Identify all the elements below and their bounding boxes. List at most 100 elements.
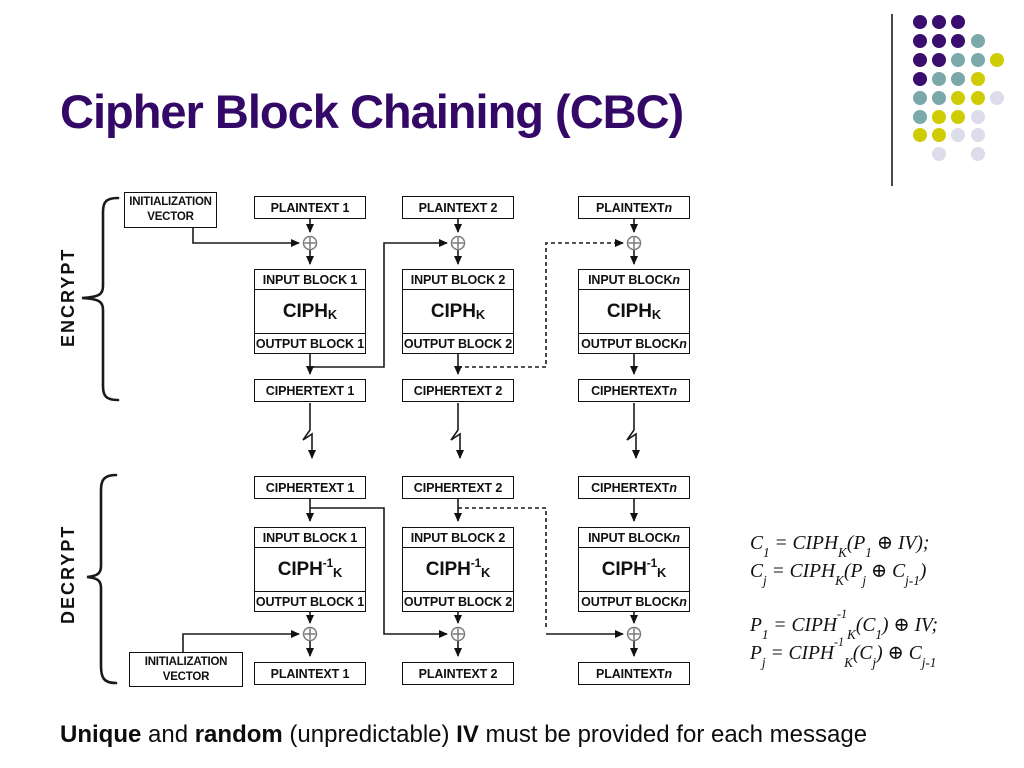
ciphertext-box-decrypt-2: CIPHERTEXT 2 — [402, 476, 514, 499]
output-block-label: OUTPUT BLOCK 1 — [255, 594, 365, 609]
input-block-label: INPUT BLOCK n — [588, 272, 680, 287]
decorative-dot — [970, 33, 985, 48]
xor-icon — [626, 235, 642, 251]
iv-line1: INITIALIZATION — [129, 196, 212, 209]
ciphertext-box-decrypt-n: CIPHERTEXT n — [578, 476, 690, 499]
decorative-dot — [970, 128, 985, 143]
decorative-dot — [932, 90, 947, 105]
iv-line1: INITIALIZATION — [144, 655, 228, 668]
output-block-label: OUTPUT BLOCK n — [581, 336, 687, 351]
lightning-break-icon — [302, 403, 316, 459]
decorative-dot — [970, 71, 985, 86]
decorative-dot — [951, 33, 966, 48]
decorative-dot — [951, 128, 966, 143]
decorative-dot — [932, 128, 947, 143]
page-title: Cipher Block Chaining (CBC) — [60, 85, 684, 138]
xor-icon — [302, 235, 318, 251]
initialization-vector-box-decrypt: INITIALIZATION VECTOR — [129, 652, 243, 687]
initialization-vector-box-encrypt: INITIALIZATION VECTOR — [124, 192, 217, 228]
decorative-dot — [932, 15, 947, 29]
decorative-dot — [970, 90, 985, 105]
decorative-dot — [989, 90, 1004, 105]
output-block-label: OUTPUT BLOCK 1 — [255, 336, 365, 351]
formula-encrypt-j: Cj = CIPHK(Pj ⊕ Cj-1) — [750, 561, 927, 589]
iv-feed-line — [182, 630, 300, 652]
plaintext-box-decrypt-n: PLAINTEXT n — [578, 662, 690, 685]
encrypt-section-label: ENCRYPT — [58, 247, 78, 348]
lightning-break-icon — [626, 403, 640, 459]
lightning-break-icon — [450, 403, 464, 459]
plaintext-box-encrypt-1: PLAINTEXT 1 — [254, 196, 366, 219]
formula-decrypt-j: Pj = CIPH-1K(Cj) ⊕ Cj-1 — [750, 635, 937, 671]
plaintext-box-encrypt-2: PLAINTEXT 2 — [402, 196, 514, 219]
xor-icon — [302, 626, 318, 642]
decorative-dot — [951, 90, 966, 105]
decorative-dot — [951, 71, 966, 86]
decorative-dot — [913, 15, 927, 29]
cbc-formulas: C1 = CIPHK(P1 ⊕ IV); Cj = CIPHK(Pj ⊕ Cj-… — [750, 530, 939, 671]
decorative-dot — [913, 109, 927, 124]
decorative-dot — [970, 147, 985, 162]
feedback-line — [310, 507, 448, 638]
xor-icon — [626, 626, 642, 642]
encrypt-brace — [81, 196, 120, 402]
decorative-dot — [932, 147, 947, 162]
iv-feed-line — [192, 228, 300, 247]
ciphertext-box-decrypt-1: CIPHERTEXT 1 — [254, 476, 366, 499]
feedback-line-dashed — [458, 507, 547, 630]
decorative-dot — [932, 109, 947, 124]
decorative-dot — [951, 52, 966, 67]
footer-note: Unique and random (unpredictable) IV mus… — [60, 721, 868, 748]
decorative-dot — [913, 128, 927, 143]
ciphertext-box-encrypt-2: CIPHERTEXT 2 — [402, 379, 514, 402]
decorative-dot — [913, 52, 927, 67]
decorative-dot — [989, 52, 1004, 67]
decorative-dot — [951, 15, 966, 29]
input-block-label: INPUT BLOCK 1 — [262, 530, 358, 545]
xor-icon — [450, 235, 466, 251]
iv-line2: VECTOR — [162, 670, 210, 683]
decorative-dot — [970, 109, 985, 124]
plaintext-box-decrypt-2: PLAINTEXT 2 — [402, 662, 514, 685]
decorative-line — [891, 14, 893, 186]
feedback-line-dashed — [458, 239, 624, 368]
output-block-label: OUTPUT BLOCK n — [581, 594, 687, 609]
decorative-dot — [951, 109, 966, 124]
iv-line2: VECTOR — [147, 211, 194, 223]
feedback-line — [310, 239, 448, 368]
decorative-dot — [913, 90, 927, 105]
decorative-dot — [970, 52, 985, 67]
input-block-label: INPUT BLOCK 2 — [410, 272, 506, 287]
output-block-label: OUTPUT BLOCK 2 — [403, 336, 513, 351]
xor-icon — [450, 626, 466, 642]
ciphertext-box-encrypt-1: CIPHERTEXT 1 — [254, 379, 366, 402]
decorative-dot — [913, 71, 927, 86]
plaintext-box-decrypt-1: PLAINTEXT 1 — [254, 662, 366, 685]
decorative-dot — [932, 71, 947, 86]
input-block-label: INPUT BLOCK 1 — [262, 272, 358, 287]
formula-decrypt-1: P1 = CIPH-1K(C1) ⊕ IV; — [750, 607, 939, 643]
decrypt-section-label: DECRYPT — [58, 524, 78, 625]
plaintext-box-encrypt-n: PLAINTEXT n — [578, 196, 690, 219]
decrypt-brace — [86, 473, 118, 685]
input-block-label: INPUT BLOCK n — [588, 530, 680, 545]
formula-encrypt-1: C1 = CIPHK(P1 ⊕ IV); — [750, 533, 930, 561]
decorative-dot — [932, 33, 947, 48]
output-block-label: OUTPUT BLOCK 2 — [403, 594, 513, 609]
decorative-dot — [932, 52, 947, 67]
ciphertext-box-encrypt-n: CIPHERTEXT n — [578, 379, 690, 402]
